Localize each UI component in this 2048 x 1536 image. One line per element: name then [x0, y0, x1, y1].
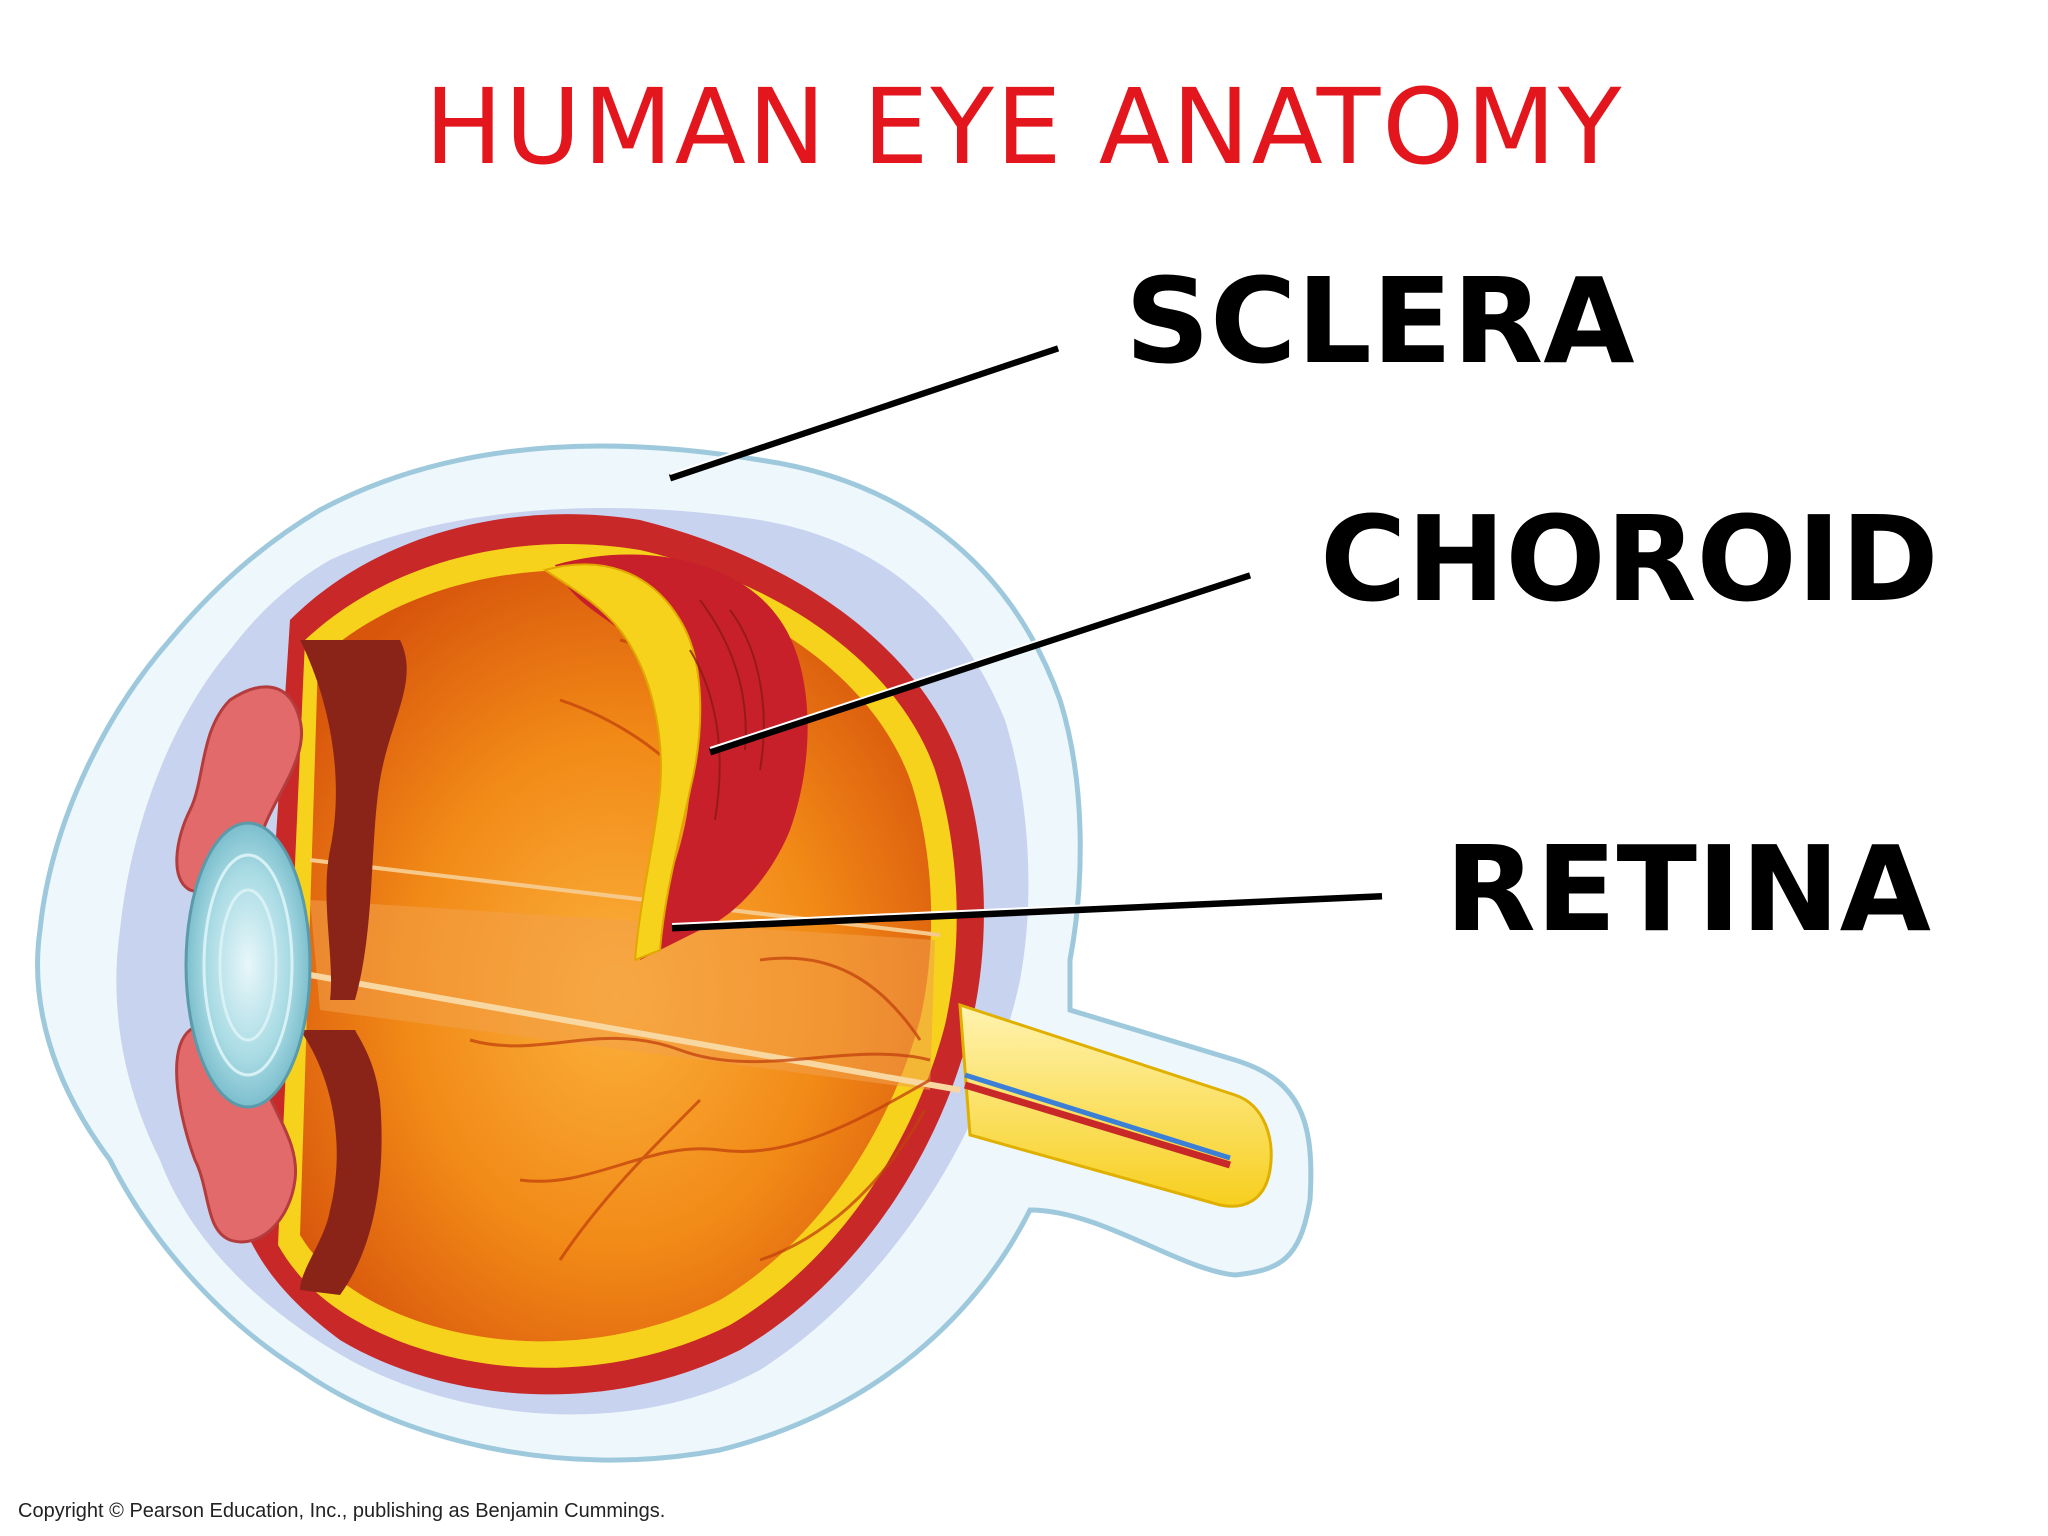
- sclera-label: SCLERA: [1125, 252, 1635, 390]
- diagram-title: HUMAN EYE ANATOMY: [424, 66, 1624, 188]
- cut-edge: [309, 972, 961, 1093]
- choroid-leader-line: [708, 571, 1252, 756]
- retina-leader-line: [671, 892, 1383, 932]
- central-vein: [964, 1072, 1231, 1161]
- choroid-flap: [555, 554, 808, 960]
- optic-nerve: [958, 1002, 1273, 1208]
- iris-structures: [175, 685, 304, 1244]
- cut-plane: [310, 900, 935, 1090]
- choroid-label: CHOROID: [1320, 490, 1939, 628]
- ciliary-body-upper: [300, 640, 407, 1000]
- lens-ring-outer: [202, 853, 294, 1077]
- copyright-notice: Copyright © Pearson Education, Inc., pub…: [18, 1500, 666, 1522]
- lens-body: [184, 821, 312, 1109]
- ciliary-body-lower: [300, 1030, 382, 1295]
- retina-flap: [542, 563, 702, 962]
- peeled-flap: [542, 554, 808, 962]
- lens: [184, 821, 312, 1109]
- retina-label: RETINA: [1445, 820, 1931, 958]
- leader-line-highlights: [669, 343, 1383, 925]
- choroid-flap-vessels: [689, 599, 765, 821]
- lens-ring-inner: [218, 888, 278, 1042]
- leader-lines: [668, 344, 1383, 932]
- sclera-leader-line: [668, 344, 1060, 482]
- central-artery: [963, 1081, 1232, 1169]
